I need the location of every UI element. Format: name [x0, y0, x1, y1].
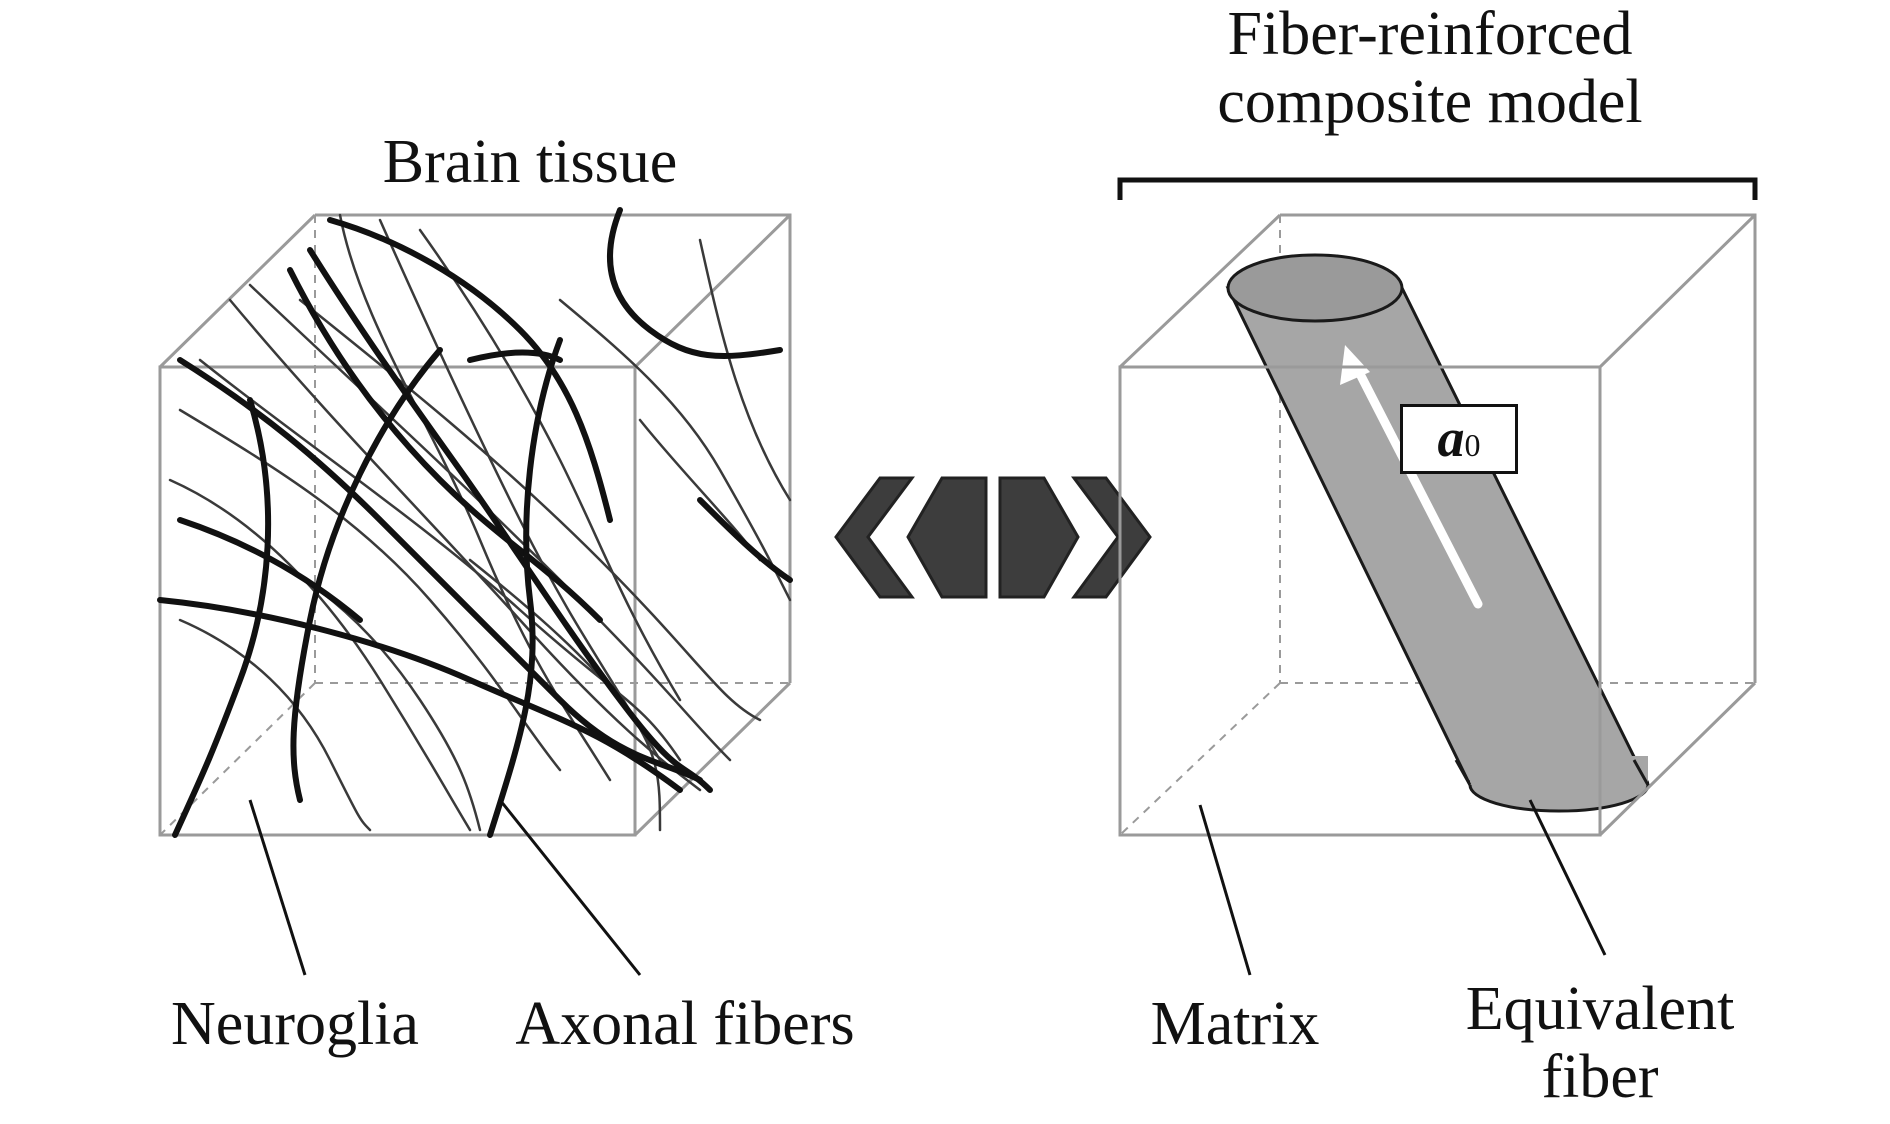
- cube-side-edges-top: [1118, 213, 1757, 369]
- fiber-body: [1225, 286, 1651, 787]
- model-bracket: [1117, 177, 1758, 200]
- fiber-direction-label: a0: [1400, 404, 1518, 474]
- composite-model-title: Fiber-reinforced composite model: [1217, 0, 1643, 137]
- fiber-direction-arrow: [1353, 365, 1483, 609]
- brain-tissue-cube: [158, 213, 792, 837]
- axonal-fibers-thick: [157, 207, 793, 838]
- fiber-direction-arrowhead: [1340, 345, 1370, 385]
- matrix-leader: [1198, 804, 1252, 976]
- cube-side-edges-bottom: [1598, 681, 1757, 837]
- brain-tissue-title: Brain tissue: [382, 128, 678, 196]
- composite-model-cube: [1118, 213, 1757, 836]
- composite-model-cube-front: [1118, 365, 1757, 837]
- cube-front-face: [1118, 365, 1602, 837]
- fiber-direction-symbol: a: [1437, 408, 1465, 468]
- equivalent-fiber-leader: [1528, 799, 1607, 956]
- neuroglia-label: Neuroglia: [171, 990, 419, 1058]
- neuroglia-leader: [248, 799, 307, 976]
- equivalent-fiber: [1225, 253, 1651, 813]
- matrix-label: Matrix: [1150, 990, 1320, 1058]
- fiber-bottom-cover: [1470, 756, 1648, 785]
- double-arrow-icon: [834, 476, 1152, 599]
- axonal-fibers-label: Axonal fibers: [515, 990, 855, 1058]
- cube-side-edges: [158, 213, 792, 837]
- equivalent-fiber-label: Equivalent fiber: [1465, 975, 1735, 1112]
- fiber-top-end: [1226, 253, 1404, 323]
- leader-lines: [248, 799, 1607, 976]
- axonal-fibers-leader: [498, 799, 642, 976]
- fiber-bottom-sides: [1454, 759, 1650, 786]
- fiber-direction-subscript: 0: [1464, 427, 1481, 463]
